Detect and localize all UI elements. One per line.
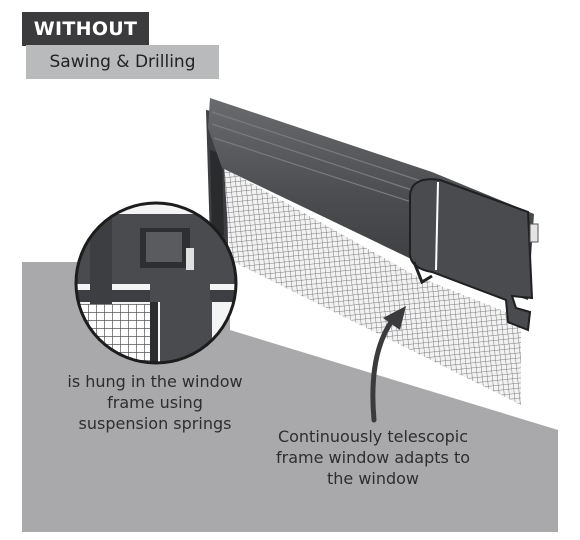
- telescopic-caption-line: Continuously telescopic: [277, 427, 469, 446]
- sawing-drilling-subtitle: Sawing & Drilling: [26, 45, 219, 79]
- curved-arrow-icon: [370, 306, 406, 423]
- suspension-caption-line: is hung in the window: [67, 372, 243, 391]
- telescopic-caption-line: frame window adapts to: [276, 448, 470, 467]
- without-badge: WITHOUT: [22, 12, 149, 46]
- suspension-caption-line: suspension springs: [78, 414, 232, 433]
- telescopic-sleeve: [408, 178, 534, 332]
- suspension-caption-line: frame using: [107, 393, 203, 412]
- screen-mesh: [224, 168, 521, 405]
- telescopic-caption-line: the window: [326, 469, 420, 488]
- suspension-caption: is hung in the window frame using suspen…: [42, 371, 268, 434]
- telescopic-caption: Continuously telescopic frame window ada…: [246, 426, 500, 489]
